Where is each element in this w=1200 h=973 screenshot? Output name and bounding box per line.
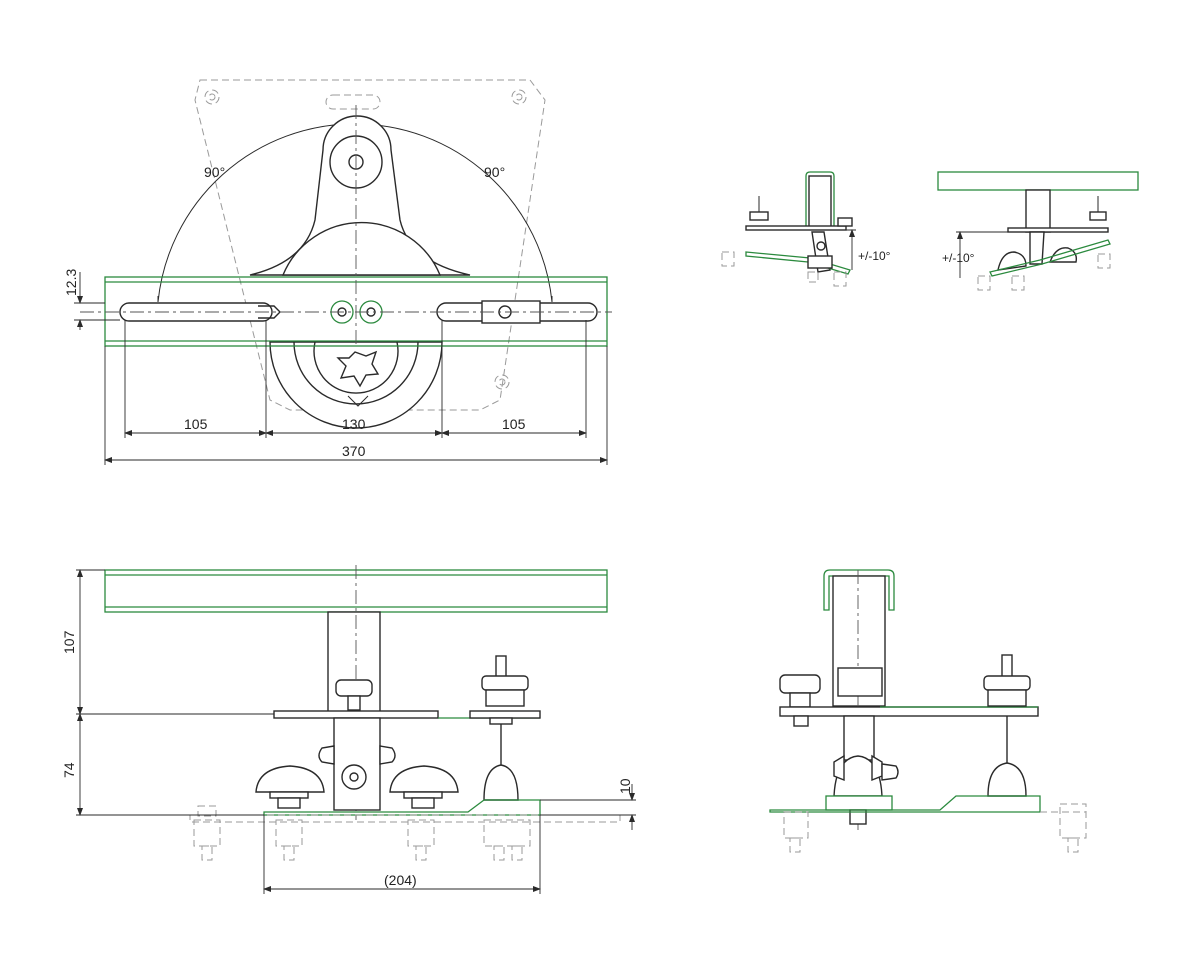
leveling-stud — [495, 655, 507, 679]
rail — [104, 276, 608, 347]
ball-joint — [483, 764, 519, 801]
tilt-right-plate — [989, 239, 1111, 277]
hinge-bracket — [333, 717, 381, 811]
rotating-disc — [269, 341, 443, 429]
dim-height-label: 12.3 — [63, 269, 79, 296]
dim-left-label: 105 — [184, 416, 208, 432]
pivot-arm — [249, 115, 471, 276]
hidden-clamp-icons — [193, 805, 531, 861]
dim-base-label: (204) — [384, 872, 417, 888]
tilt-view-left: +/-10° — [721, 171, 891, 287]
front-base-plate — [769, 795, 1041, 813]
front-knob-icon — [779, 674, 821, 694]
knob-icon — [335, 679, 373, 697]
upper-plate — [273, 710, 439, 719]
pivot-arm-lower — [281, 221, 442, 276]
left-foot-icon — [255, 765, 325, 793]
dim-lower-label: 74 — [61, 762, 77, 778]
dim-right-label: 105 — [502, 416, 526, 432]
dim-upper-label: 107 — [61, 630, 77, 654]
dim-total-label: 370 — [342, 443, 366, 459]
front-plate — [779, 706, 1039, 717]
plate-screw-icons — [204, 89, 527, 390]
tilt-left-channel — [805, 171, 835, 226]
star-knob-icon — [336, 350, 380, 388]
tilt-left-angle-label: +/-10° — [858, 249, 891, 263]
front-view — [769, 569, 1087, 853]
angle-right-label: 90° — [484, 164, 505, 180]
side-view: 107 74 10 (204) — [61, 565, 636, 894]
dim-offset-label: 10 — [617, 778, 633, 794]
dim-middle-label: 130 — [342, 416, 366, 432]
front-green-block — [825, 795, 893, 811]
tilt-left-plate — [745, 251, 851, 275]
front-hidden-clamps — [783, 803, 1087, 853]
angle-left-label: 90° — [204, 164, 225, 180]
tilt-right-rail — [937, 171, 1139, 191]
left-slot — [119, 302, 273, 322]
front-channel — [823, 569, 895, 611]
top-view: 90° 90° 12.3 105 130 105 370 — [63, 79, 612, 465]
base-plate — [263, 799, 541, 816]
tilt-right-angle-label: +/-10° — [942, 251, 975, 265]
right-foot-icon — [389, 765, 459, 793]
tilt-view-right: +/-10° — [937, 171, 1139, 291]
